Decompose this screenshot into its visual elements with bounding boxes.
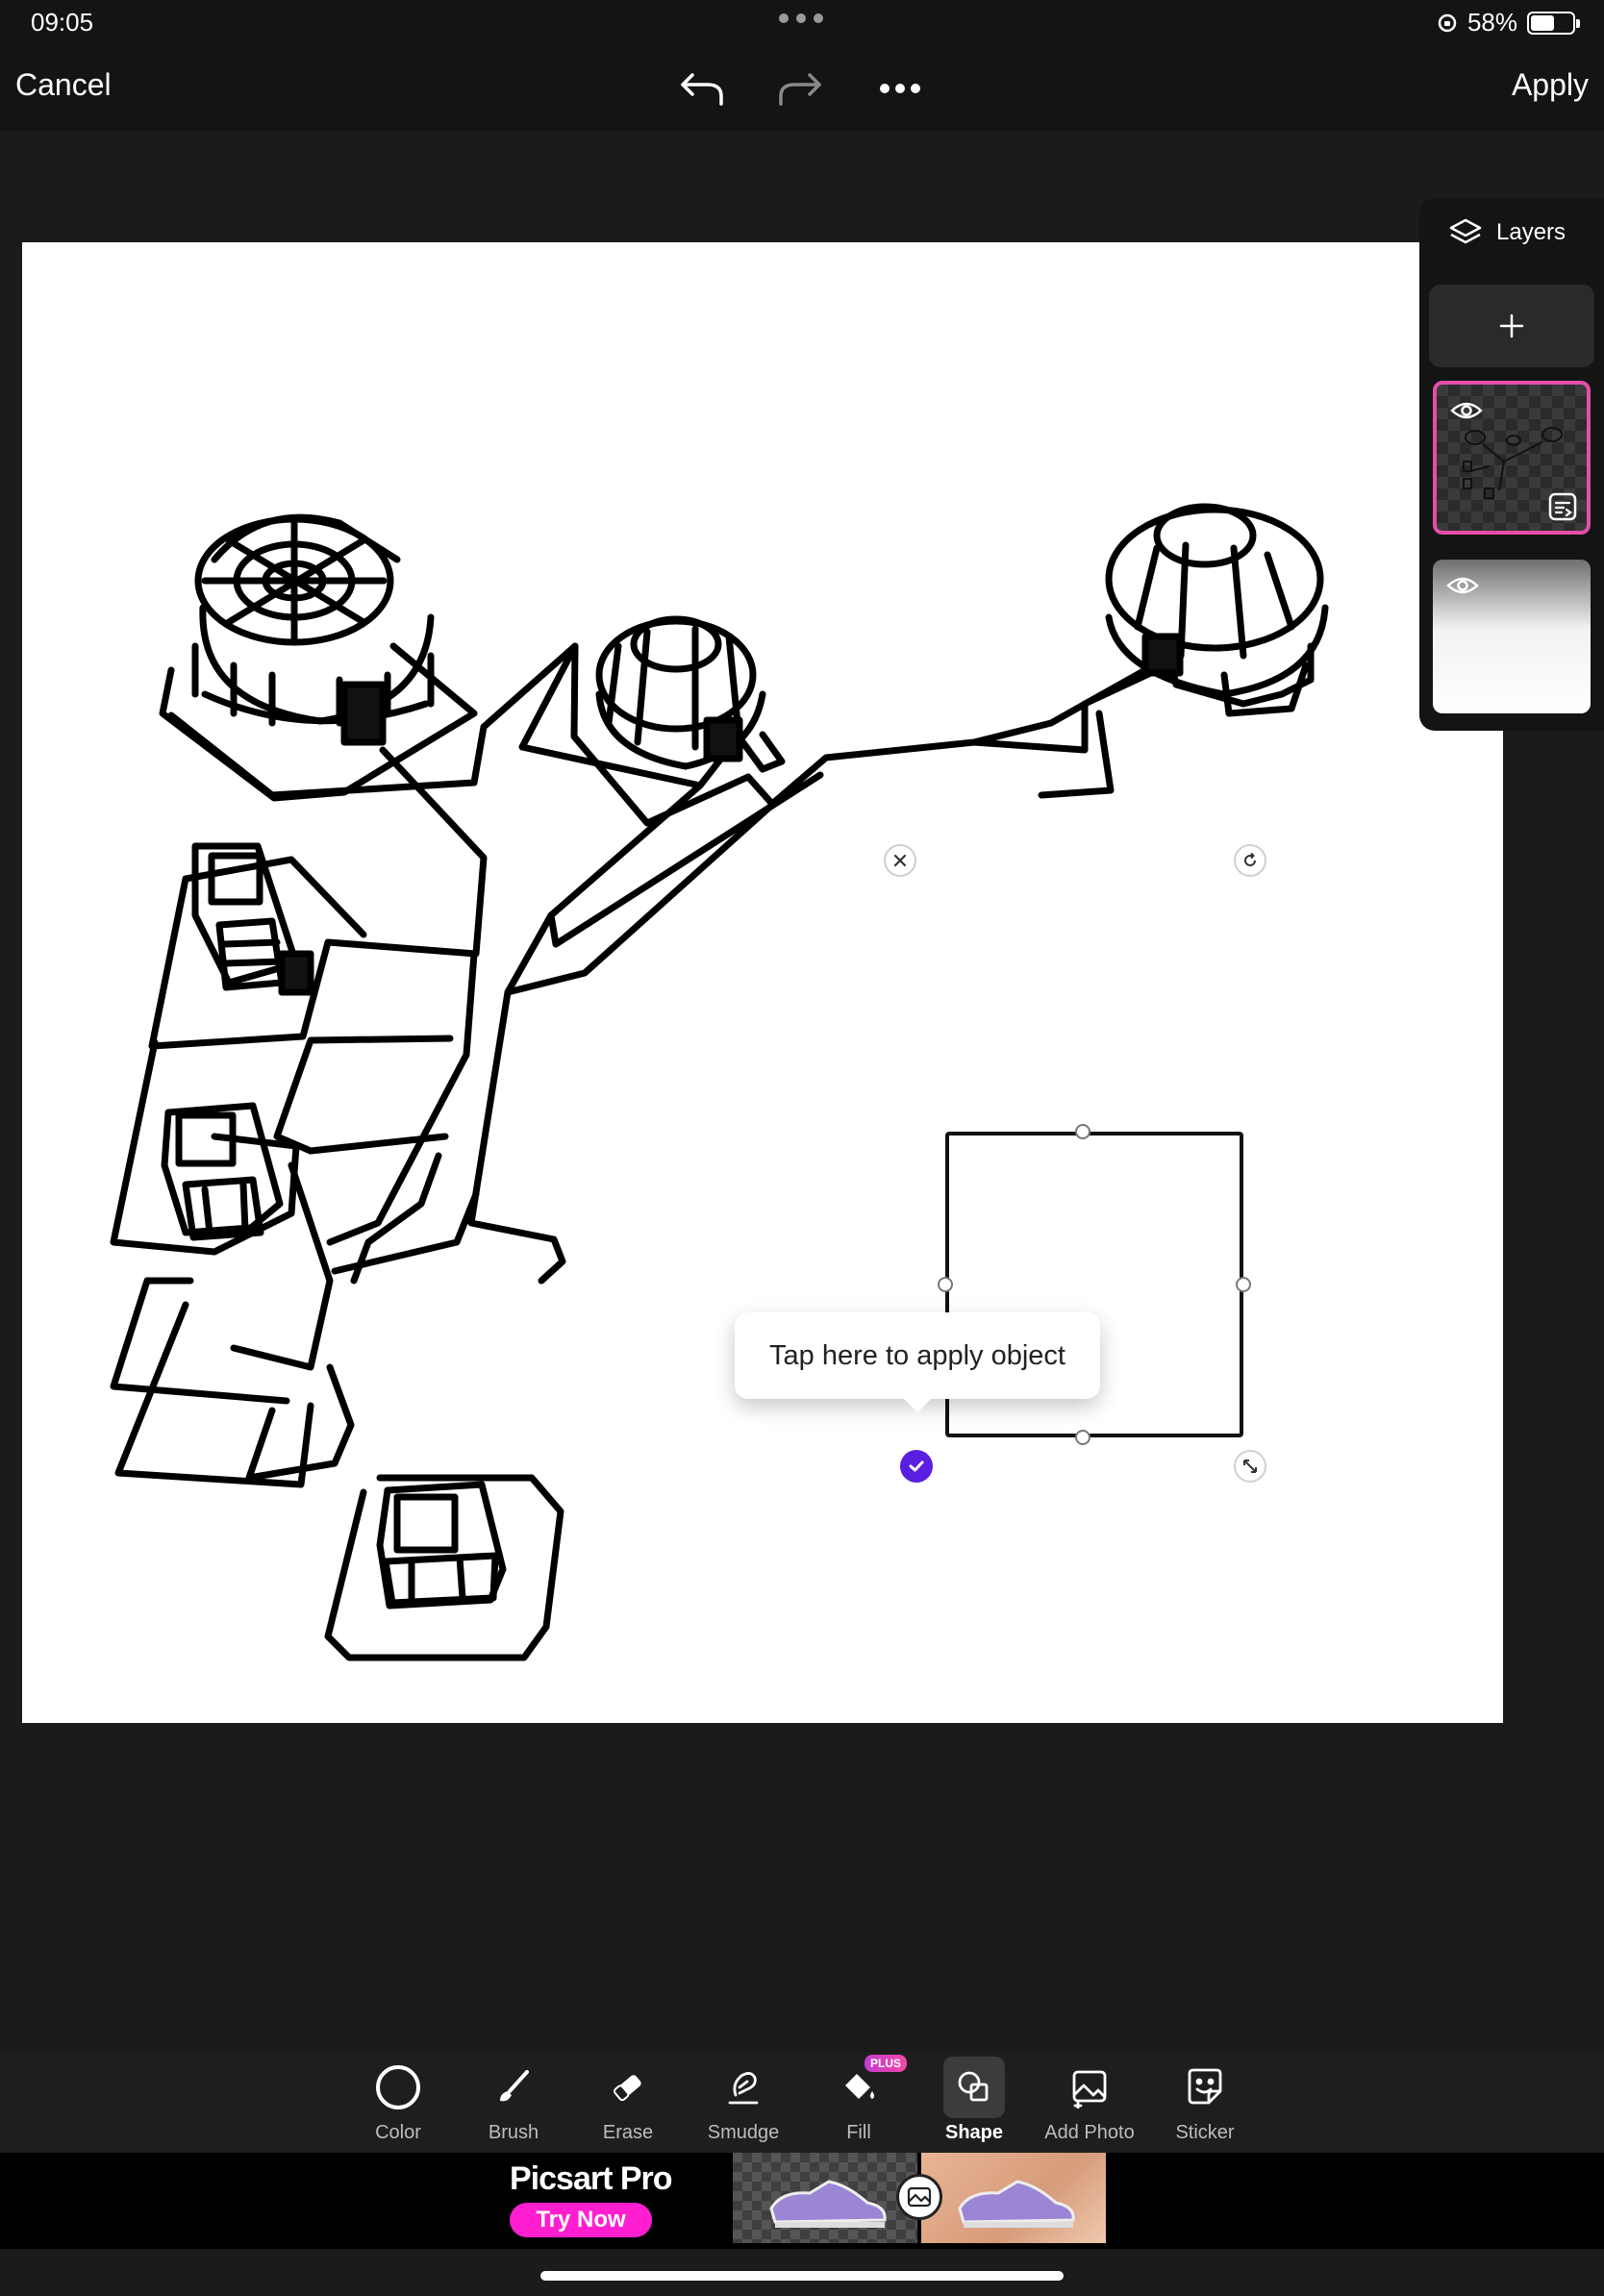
scale-shape-button[interactable]: [1234, 1450, 1266, 1483]
ad-image-before: [733, 2153, 917, 2243]
layer-options-icon[interactable]: [1548, 492, 1577, 521]
plus-icon: [1499, 313, 1524, 338]
layers-title: Layers: [1496, 219, 1566, 245]
eraser-icon: [597, 2057, 659, 2118]
home-indicator[interactable]: [540, 2271, 1064, 2281]
tool-smudge[interactable]: Smudge: [690, 2053, 796, 2153]
layer-preview-sketch: [1463, 427, 1563, 499]
battery-icon: [1527, 11, 1580, 35]
tooltip-text: Tap here to apply object: [769, 1339, 1065, 1371]
tool-erase[interactable]: Erase: [575, 2053, 681, 2153]
tool-label: Erase: [602, 2122, 654, 2143]
redo-icon: [779, 73, 821, 106]
resize-handle-right[interactable]: [1236, 1277, 1251, 1292]
rotate-shape-button[interactable]: [1234, 844, 1266, 877]
apply-object-button[interactable]: [900, 1450, 933, 1483]
more-button[interactable]: [873, 65, 927, 112]
delete-shape-button[interactable]: [884, 844, 916, 877]
layers-icon: [1449, 218, 1482, 244]
add-layer-button[interactable]: [1429, 285, 1594, 367]
drawing-canvas[interactable]: Tap here to apply object: [22, 242, 1503, 1723]
shape-icon: [943, 2057, 1005, 2118]
tool-label: Shape: [944, 2122, 1004, 2143]
tool-label: Add Photo: [1044, 2122, 1135, 2143]
tool-brush[interactable]: Brush: [461, 2053, 566, 2153]
more-icon: [880, 84, 920, 93]
tool-sticker[interactable]: Sticker: [1152, 2053, 1258, 2153]
apply-button[interactable]: Apply: [1511, 67, 1589, 102]
tool-bar: Color Brush Erase Smudge PLUS Fill Shape…: [0, 2053, 1604, 2153]
status-right: 58%: [1437, 8, 1580, 37]
layers-header[interactable]: Layers: [1448, 217, 1566, 248]
resize-arrows-icon: [1243, 1460, 1257, 1473]
tool-color[interactable]: Color: [345, 2053, 451, 2153]
smudge-icon: [713, 2057, 774, 2118]
plus-badge: PLUS: [864, 2055, 907, 2072]
resize-handle-left[interactable]: [938, 1277, 953, 1292]
resize-handle-bottom[interactable]: [1075, 1430, 1090, 1445]
rotate-icon: [1244, 852, 1256, 866]
editor-toolbar: Cancel Apply: [0, 46, 1604, 131]
apply-object-tooltip[interactable]: Tap here to apply object: [735, 1312, 1100, 1412]
eye-icon[interactable]: [1446, 575, 1479, 596]
ad-image-after: [921, 2153, 1106, 2243]
brush-icon: [483, 2057, 544, 2118]
ai-image-icon: [896, 2174, 942, 2220]
close-icon: [893, 854, 907, 867]
status-bar: 09:05 58%: [0, 0, 1604, 46]
checkmark-icon: [909, 1460, 924, 1472]
sneaker-image-icon: [769, 2180, 887, 2228]
tool-label: Color: [375, 2122, 421, 2143]
tool-fill[interactable]: PLUS Fill: [806, 2053, 912, 2153]
ad-title: Picsart Pro: [510, 2160, 673, 2197]
status-time: 09:05: [31, 8, 94, 37]
layer-thumbnail-drawing[interactable]: [1433, 381, 1591, 535]
tool-add-photo[interactable]: Add Photo: [1037, 2053, 1142, 2153]
battery-percent: 58%: [1466, 8, 1517, 37]
tool-label: Brush: [488, 2122, 539, 2143]
resize-handle-top[interactable]: [1075, 1124, 1090, 1139]
eye-icon[interactable]: [1450, 400, 1483, 421]
color-circle-icon: [367, 2057, 429, 2118]
orientation-lock-icon: [1438, 13, 1457, 32]
add-photo-icon: [1059, 2057, 1120, 2118]
tool-label: Smudge: [707, 2122, 780, 2143]
sticker-icon: [1174, 2057, 1236, 2118]
sketch-drawing: [110, 503, 1329, 1661]
undo-icon: [681, 73, 723, 106]
fill-bucket-icon: PLUS: [828, 2055, 907, 2118]
ad-try-now-button[interactable]: Try Now: [510, 2203, 652, 2237]
layers-panel: Layers: [1419, 198, 1604, 731]
tool-label: Sticker: [1175, 2122, 1235, 2143]
undo-button[interactable]: [675, 65, 729, 112]
multitask-dots-icon[interactable]: [779, 13, 823, 23]
ad-banner[interactable]: Picsart Pro Try Now: [0, 2153, 1604, 2249]
cancel-button[interactable]: Cancel: [15, 67, 112, 102]
tool-label: Fill: [846, 2122, 871, 2143]
sneaker-image-icon: [958, 2180, 1075, 2228]
layer-thumbnail-background[interactable]: [1433, 560, 1591, 713]
tool-shape[interactable]: Shape: [921, 2053, 1027, 2153]
redo-button[interactable]: [773, 65, 827, 112]
